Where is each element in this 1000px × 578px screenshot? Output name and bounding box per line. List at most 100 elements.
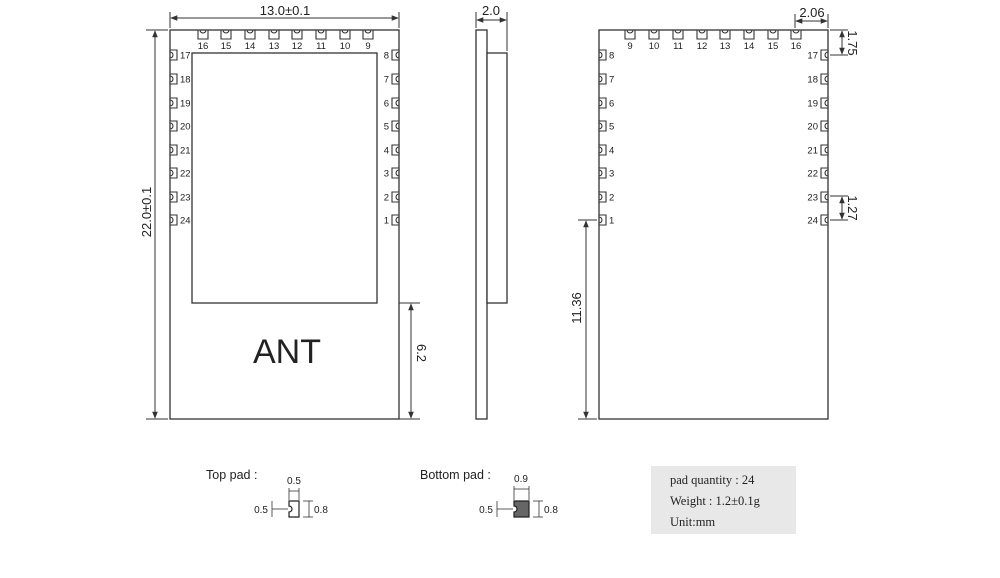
- info-box: pad quantity : 24 Weight : 1.2±0.1g Unit…: [651, 466, 796, 534]
- weight-text: Weight : 1.2±0.1g: [670, 494, 760, 508]
- front-pin-1-label: 1: [384, 216, 389, 227]
- back-pin-3-pad: [598, 167, 607, 179]
- back-pin-22-label: 22: [807, 169, 818, 180]
- back-pin-17-label: 17: [807, 51, 818, 62]
- ant-gap-dimension: 6.2: [399, 302, 429, 420]
- front-pin-7-pad: [391, 73, 400, 85]
- corner-offset-dimension: 2.06: [794, 5, 829, 28]
- back-pin-12-label: 12: [697, 41, 708, 52]
- front-pin-4-pad: [391, 144, 400, 156]
- back-pin-15-pad: [767, 29, 779, 40]
- back-pin-16-pad: [790, 29, 802, 40]
- front-pin-22-pad: [169, 167, 178, 179]
- bottom-pad-dim-top: 0.9: [514, 474, 528, 485]
- bottom-pad-dim-right: 0.8: [544, 505, 558, 516]
- front-pin-12-label: 12: [292, 41, 303, 52]
- width-dimension: 13.0±0.1: [169, 3, 400, 28]
- back-pin-12-pad: [696, 29, 708, 40]
- corner-offset-label: 2.06: [799, 5, 824, 20]
- front-pin-7-label: 7: [384, 75, 389, 86]
- front-pin-13-label: 13: [269, 41, 280, 52]
- back-pin-9-pad: [624, 29, 636, 40]
- back-pin-11-label: 11: [673, 41, 683, 52]
- front-pin-20-pad: [169, 120, 178, 132]
- unit-text: Unit:mm: [670, 515, 716, 529]
- front-pin-3-pad: [391, 167, 400, 179]
- back-pin-7-label: 7: [609, 75, 614, 86]
- back-pin-13-pad: [719, 29, 731, 40]
- front-pin-23-pad: [169, 191, 178, 203]
- top-pad-dim-right: 0.8: [314, 505, 328, 516]
- top-pad-label: Top pad :: [206, 468, 257, 482]
- front-pin-5-label: 5: [384, 122, 389, 133]
- back-module-outline: [598, 29, 829, 420]
- back-pin-23-label: 23: [807, 193, 818, 204]
- back-pin-1-pad: [598, 214, 607, 226]
- front-pin-2-pad: [391, 191, 400, 203]
- front-pin-11-pad: [315, 29, 327, 40]
- front-pin-16-pad: [197, 29, 209, 40]
- bottom-pad-dim-left: 0.5: [479, 505, 493, 516]
- back-pin-24-pad: [820, 214, 829, 226]
- back-pin-24-label: 24: [807, 216, 818, 227]
- front-pin-21-pad: [169, 144, 178, 156]
- back-pin-16-label: 16: [791, 41, 802, 52]
- back-pin-20-pad: [820, 120, 829, 132]
- bottom-pad-detail: Bottom pad : 0.9 0.5 0.8: [420, 468, 558, 518]
- front-pin-19-pad: [169, 97, 178, 109]
- pad-quantity-text: pad quantity : 24: [670, 473, 755, 487]
- back-pin-11-pad: [672, 29, 684, 40]
- ant-gap-dim-label: 6.2: [414, 344, 429, 362]
- back-pin-17-pad: [820, 49, 829, 61]
- front-pin-15-pad: [220, 29, 232, 40]
- back-pin-14-label: 14: [744, 41, 755, 52]
- back-pin-18-label: 18: [807, 75, 818, 86]
- front-pin-15-label: 15: [221, 41, 232, 52]
- back-pin-21-pad: [820, 144, 829, 156]
- thickness-dim-label: 2.0: [482, 3, 500, 18]
- back-pin-1-label: 1: [609, 216, 614, 227]
- back-pin-7-pad: [598, 73, 607, 85]
- back-pin-2-pad: [598, 191, 607, 203]
- side-view: 2.0: [475, 3, 508, 420]
- antenna-label: ANT: [253, 333, 321, 371]
- pin1-height-dimension: 11.36: [569, 219, 597, 420]
- front-pin-9-label: 9: [365, 41, 370, 52]
- front-pin-6-label: 6: [384, 99, 389, 110]
- front-pin-16-label: 16: [198, 41, 209, 52]
- back-pin-5-pad: [598, 120, 607, 132]
- front-pin-22-label: 22: [180, 169, 191, 180]
- back-pin-8-pad: [598, 49, 607, 61]
- back-pin-23-pad: [820, 191, 829, 203]
- width-dim-label: 13.0±0.1: [260, 3, 311, 18]
- top-pad-shape: [288, 500, 300, 518]
- front-pin-17-label: 17: [180, 51, 191, 62]
- top-pad-dim-left: 0.5: [254, 505, 268, 516]
- back-pin-13-label: 13: [720, 41, 731, 52]
- front-pin-24-pad: [169, 214, 178, 226]
- thickness-dimension: 2.0: [475, 3, 508, 51]
- front-pin-3-label: 3: [384, 169, 389, 180]
- back-pin-10-label: 10: [649, 41, 660, 52]
- back-pin-14-pad: [743, 29, 755, 40]
- back-pin-6-label: 6: [609, 99, 614, 110]
- back-pin-3-label: 3: [609, 169, 614, 180]
- back-pin-9-label: 9: [627, 41, 632, 52]
- side-pcb: [475, 29, 488, 420]
- front-pin-24-label: 24: [180, 216, 191, 227]
- front-pin-2-label: 2: [384, 193, 389, 204]
- front-pin-14-label: 14: [245, 41, 256, 52]
- front-pin-5-pad: [391, 120, 400, 132]
- bottom-pad-shape: [513, 500, 530, 518]
- front-pin-19-label: 19: [180, 99, 191, 110]
- height-dim-label: 22.0±0.1: [139, 187, 154, 238]
- bottom-pad-label: Bottom pad :: [420, 468, 491, 482]
- front-pin-14-pad: [244, 29, 256, 40]
- front-pin-11-label: 11: [316, 41, 326, 52]
- front-pin-10-label: 10: [340, 41, 351, 52]
- back-pin-18-pad: [820, 73, 829, 85]
